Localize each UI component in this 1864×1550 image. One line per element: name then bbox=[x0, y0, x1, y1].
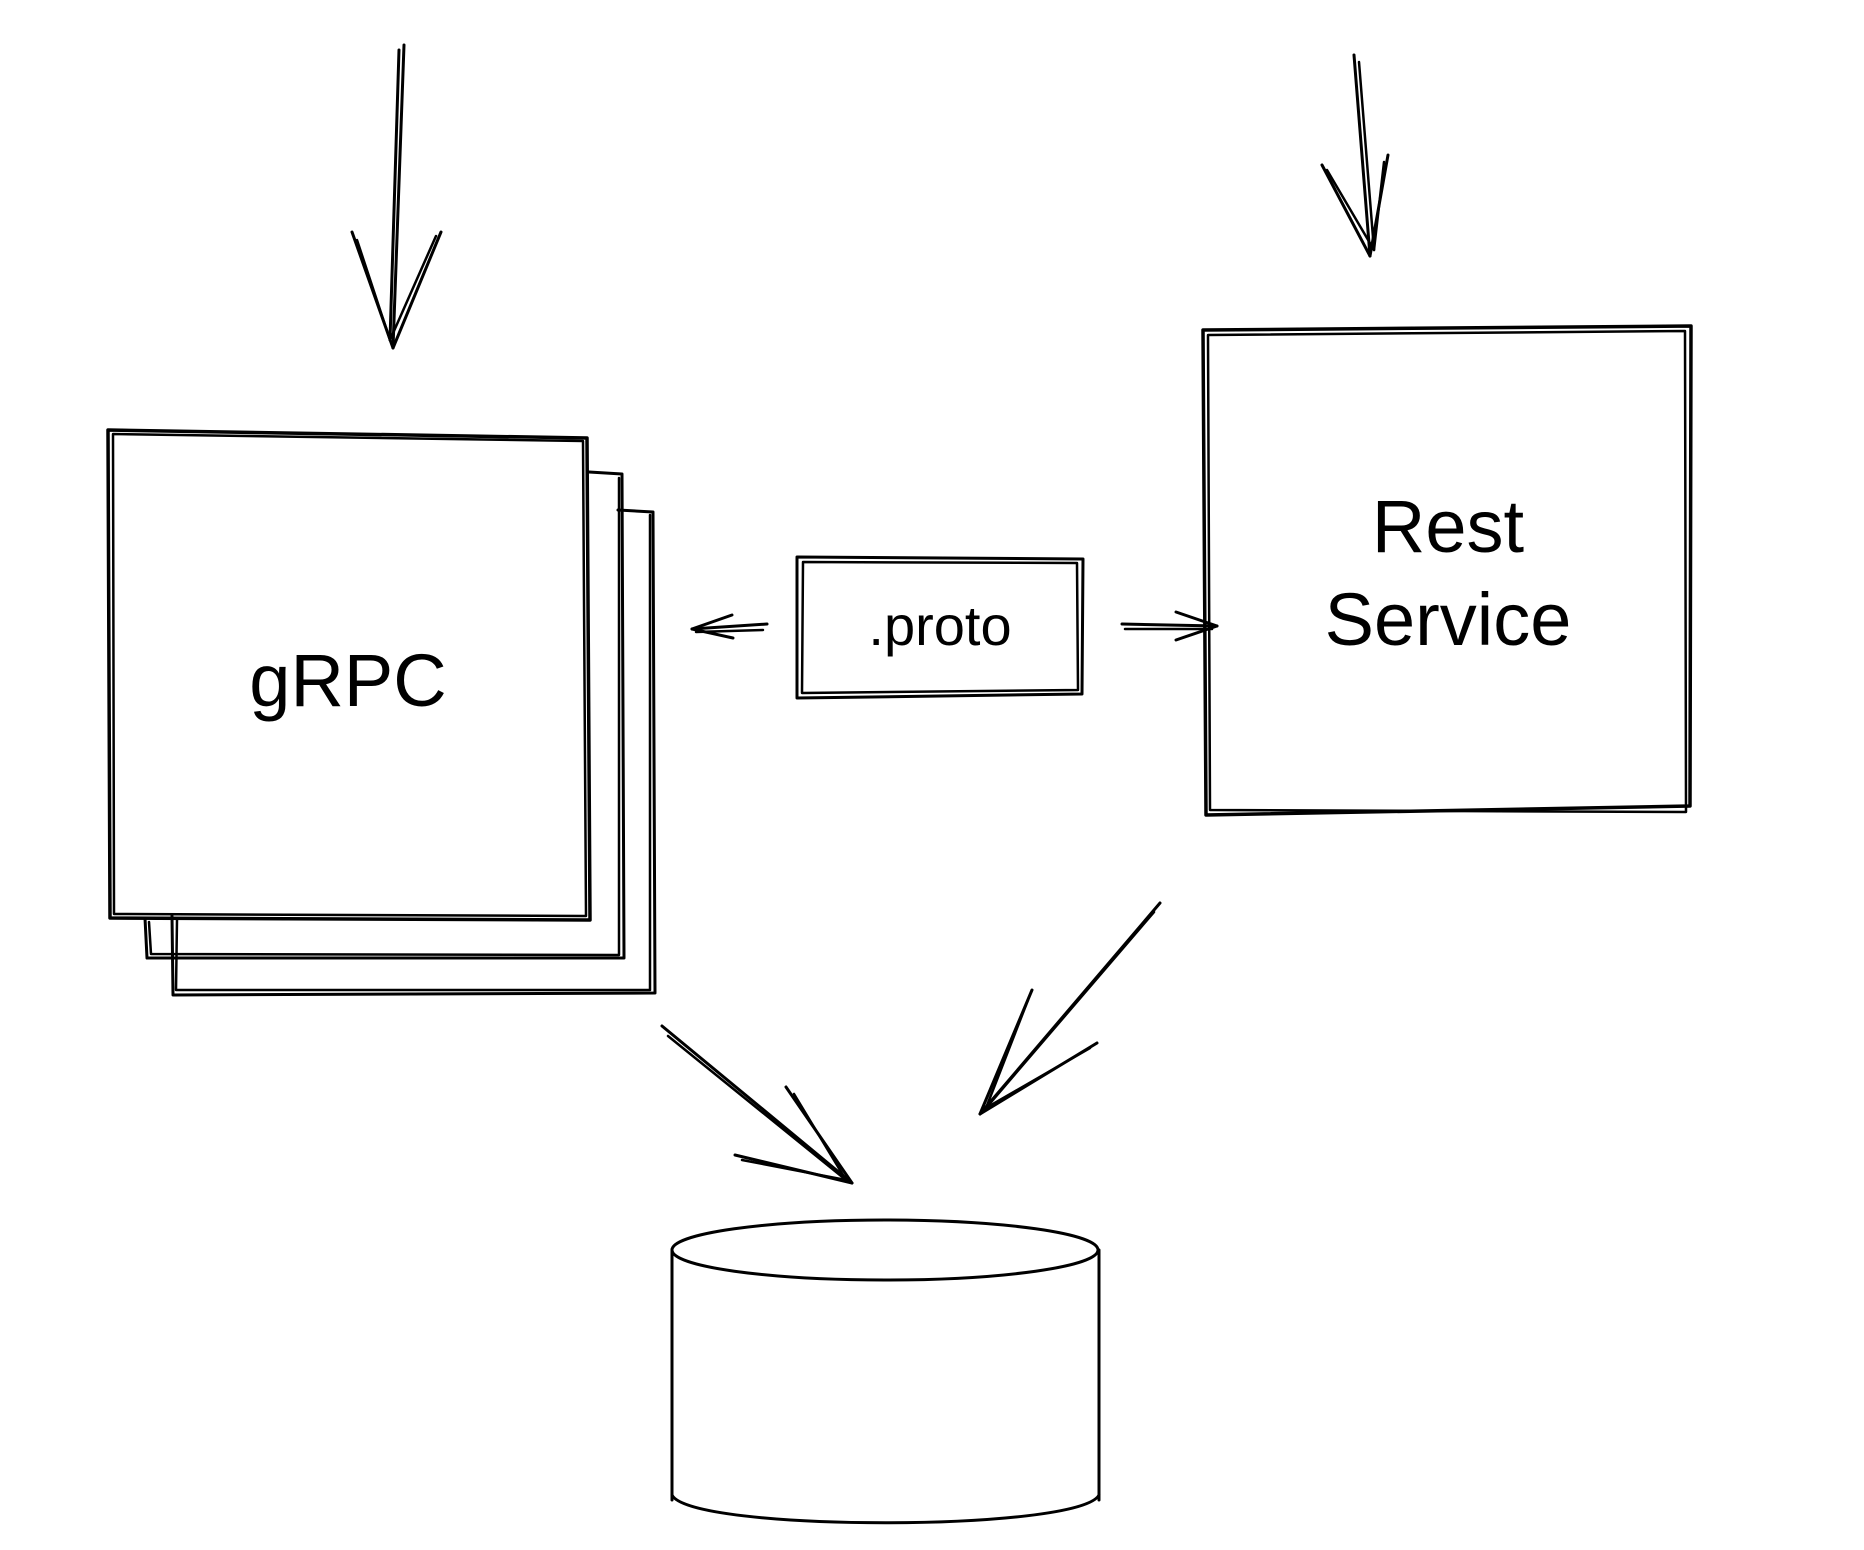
database-cylinder bbox=[670, 1218, 1101, 1525]
rest-service-label-line1: Rest bbox=[1372, 485, 1525, 568]
grpc-box: gRPC bbox=[106, 428, 592, 922]
rest-service-box: Rest Service bbox=[1201, 324, 1693, 817]
arrow-into-rest-service bbox=[1320, 53, 1390, 258]
grpc-label: gRPC bbox=[249, 639, 446, 722]
proto-box: .proto bbox=[795, 555, 1085, 700]
arrow-into-grpc bbox=[350, 43, 443, 350]
grpc-box-stack: gRPC bbox=[106, 428, 657, 997]
arrow-proto-to-rest-service bbox=[1120, 610, 1219, 642]
grpc-box-back-layer bbox=[170, 508, 657, 997]
grpc-box-middle-layer bbox=[143, 470, 626, 960]
rest-service-label-line2: Service bbox=[1325, 578, 1572, 661]
arrow-rest-service-to-database bbox=[978, 901, 1162, 1116]
proto-label: .proto bbox=[868, 594, 1011, 657]
arrow-grpc-to-database bbox=[660, 1024, 854, 1185]
arrow-proto-to-grpc bbox=[690, 613, 769, 640]
